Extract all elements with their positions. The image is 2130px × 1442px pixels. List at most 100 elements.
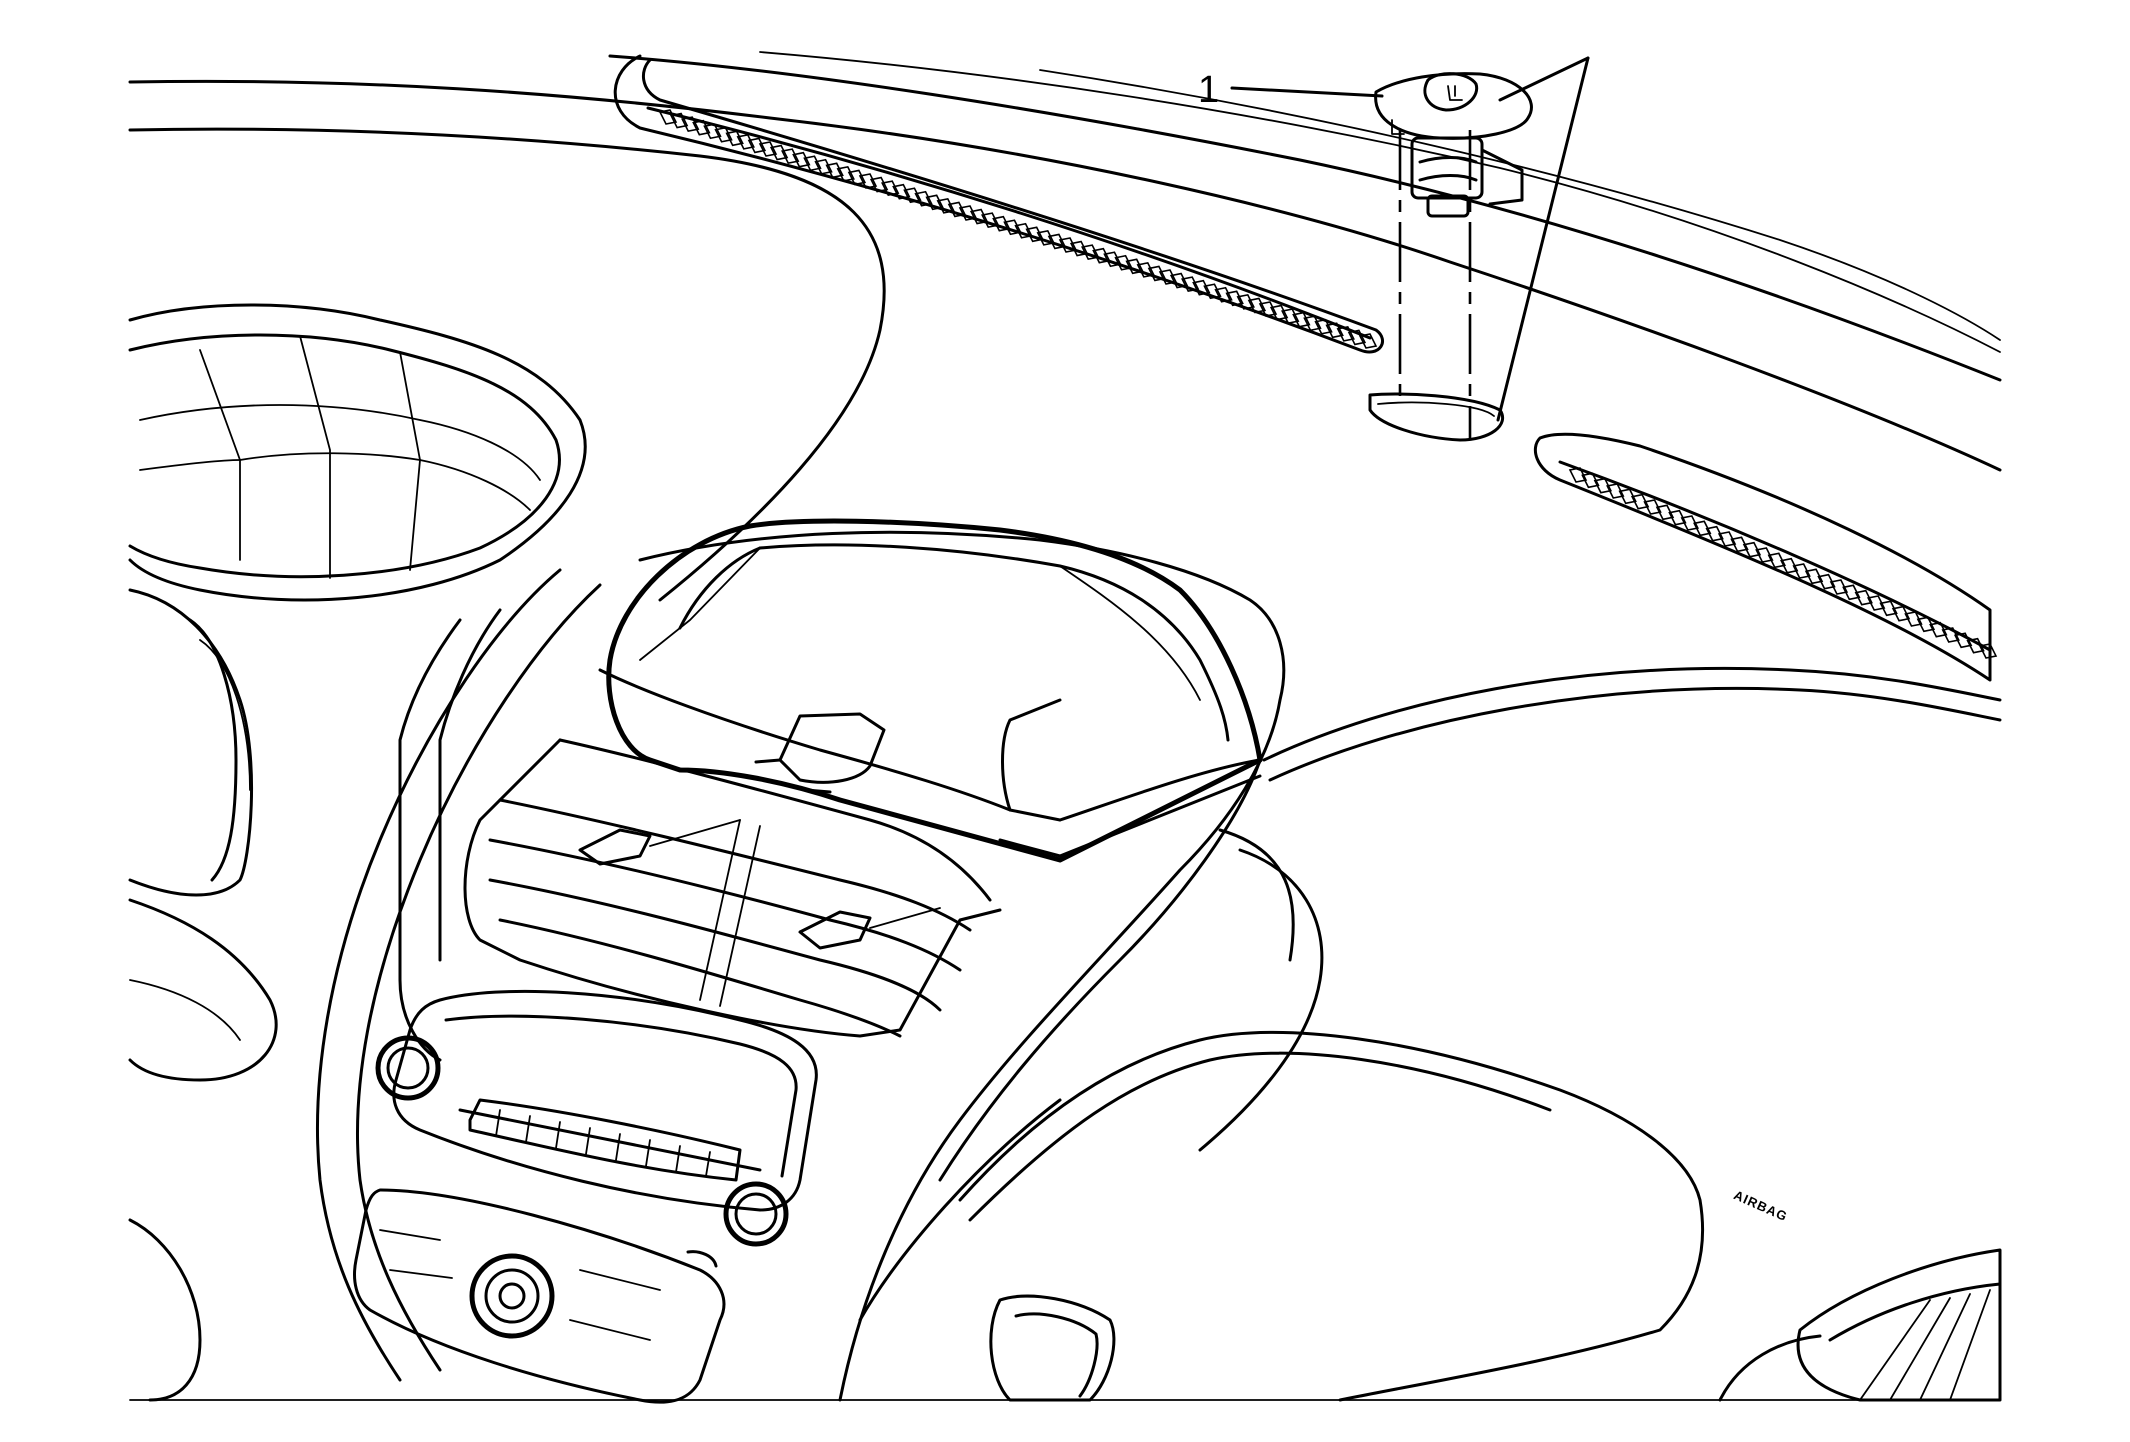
vent-slat [1916,616,1936,633]
vent-slat [1269,304,1289,321]
vent-slat [903,187,922,204]
vent-slat [714,126,733,143]
vent-slat [1742,541,1762,558]
vent-slat [814,158,833,175]
vent-slat [947,201,967,218]
vent-slat [1181,276,1200,293]
vent-slat [1214,286,1233,303]
vent-slat [1114,254,1133,271]
radio-control-panel [353,989,818,1404]
vent-slat [1281,308,1300,325]
vent-slat [925,194,944,211]
vent-slat [781,148,800,165]
vent-slat [1606,483,1625,499]
vent-slat [1314,318,1333,335]
vent-slat [1829,579,1849,595]
vent-slat [758,141,778,157]
vent-slat [1003,219,1022,236]
vent-slat [1347,329,1367,346]
vent-slat [825,162,844,179]
vent-slat [1705,525,1724,542]
vent-slat [1866,595,1886,611]
vent-slat [1225,290,1244,307]
vent-slat [1655,504,1675,521]
vent-slat [1643,499,1662,515]
vent-slat [1247,297,1267,314]
vent-slat [1258,301,1278,317]
vent-slat [1158,269,1178,285]
vent-slat [1203,283,1222,300]
vent-slat [1730,536,1749,553]
vent-slat [1929,621,1948,638]
vent-slat [1047,233,1067,250]
vent-slat [692,119,711,136]
vent-slat [1879,600,1898,617]
vent-slat [958,205,978,221]
vent-slat [1236,293,1255,310]
vent-slat [992,215,1011,232]
vent-slat [858,173,878,189]
vent-slat [1780,557,1799,574]
vent-slat [681,116,700,133]
vent-slat [1978,643,1998,659]
vent-slat [881,180,900,197]
vent-slat [1014,222,1033,239]
vent-slat [736,133,755,150]
vent-slat [1630,493,1650,510]
sunload-sensor [1374,72,1533,218]
left-panel-edge [128,588,278,1402]
left-defroster-vent [613,54,1384,354]
vent-slat [1854,589,1873,606]
vent-slat [914,190,933,207]
vent-slat [703,123,722,140]
vent-slat [1755,547,1774,563]
vent-slat [1693,520,1712,537]
vent-slat [836,165,855,182]
vent-slat [1680,515,1700,531]
vent-slat [1036,229,1055,246]
vent-slat [1717,531,1737,547]
vent-slat [847,169,867,186]
vent-slat [1025,226,1044,243]
dashboard-top-edge [128,51,2002,602]
callout-label: 1 [1198,69,1219,111]
vent-slat [658,109,678,125]
vent-slat [1058,237,1078,253]
instrument-cluster-hood [128,303,587,602]
vent-slat [1358,333,1378,349]
vent-slat [1804,568,1824,585]
vent-slat [1904,611,1923,627]
vent-slat [1292,311,1311,328]
vent-slat [1953,632,1973,649]
installation-guide-lines [1398,56,1590,440]
vent-slat [1966,637,1985,654]
center-air-vents [463,738,1002,1038]
vent-slat [981,212,1000,229]
vent-slat [1081,244,1100,261]
right-defroster-vent [1534,432,1998,682]
vent-slat [1568,467,1588,483]
vent-slat [1817,573,1836,590]
callout-1: 1 [1198,69,1384,111]
vent-slat [1147,265,1167,282]
vent-slat [1767,552,1786,569]
vent-slat [1842,584,1861,601]
vent-slat [869,176,889,193]
vent-slat [1169,272,1189,289]
vent-slat [1941,627,1960,643]
passenger-dash-surface: AIRBAG [958,667,2002,1402]
vent-slat [1325,322,1344,339]
vent-slat [1668,509,1687,526]
right-outer-air-vent [1718,1248,2002,1402]
vent-slat [1792,563,1811,579]
vent-slat [1891,605,1911,622]
vent-slat [1103,251,1122,268]
vent-slat [769,144,789,161]
vent-slat [792,151,811,168]
airbag-marking: AIRBAG [1732,1187,1790,1224]
vent-slat [1125,258,1144,275]
display-hood [598,518,1263,863]
vent-slat [1136,261,1155,278]
vent-slat [803,155,822,172]
